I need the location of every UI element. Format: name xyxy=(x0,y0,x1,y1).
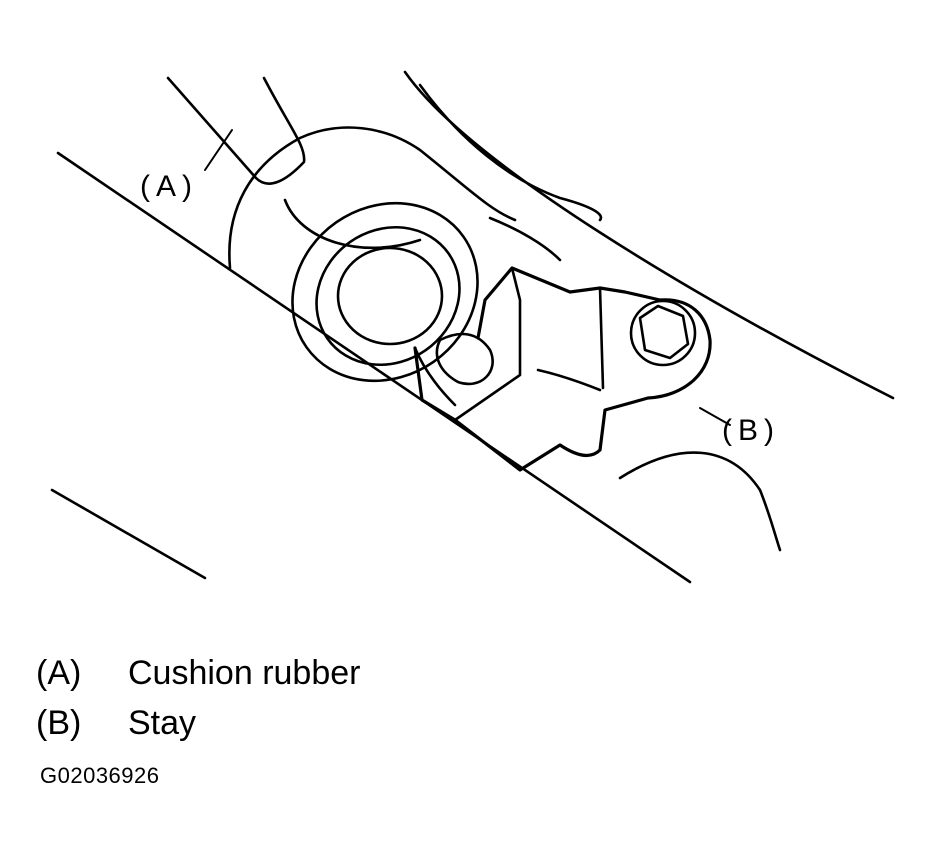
legend-row-cushion-rubber: (A) Cushion rubber xyxy=(36,648,360,698)
stay-bracket-edge xyxy=(413,346,457,407)
bolt-head xyxy=(638,304,690,360)
parts-legend: (A) Cushion rubber (B) Stay xyxy=(36,648,360,748)
bolt-washer xyxy=(629,299,697,367)
stay-bracket-slot xyxy=(536,368,602,392)
grip-shape xyxy=(166,76,306,185)
contour-right xyxy=(618,451,782,552)
stay-bracket-ridge xyxy=(598,286,605,390)
legend-label: Stay xyxy=(128,703,197,742)
cushion-rubber-stay-illustration xyxy=(50,70,895,584)
contour-mid xyxy=(488,216,562,262)
leader-a xyxy=(204,129,233,171)
stay-bracket-fold xyxy=(453,266,522,422)
mount-housing xyxy=(228,126,517,270)
cushion-rubber-core xyxy=(336,246,444,346)
frame-upper-edge xyxy=(56,151,692,584)
callout-b-label: (B) xyxy=(722,414,780,447)
legend-key: (B) xyxy=(36,703,82,742)
cushion-rubber-mid xyxy=(315,225,461,367)
cushion-rubber-outer xyxy=(291,201,479,383)
body-panel-inner xyxy=(418,83,603,222)
leader-b xyxy=(699,407,731,426)
legend-key: (A) xyxy=(36,653,82,692)
mount-boss xyxy=(435,332,494,386)
legend-label: Cushion rubber xyxy=(128,653,361,692)
figure-code: G02036926 xyxy=(40,763,160,788)
callout-a-label: (A) xyxy=(140,170,198,203)
legend-row-stay: (B) Stay xyxy=(36,698,360,748)
body-panel-outer xyxy=(403,70,895,400)
frame-lower-edge xyxy=(50,488,207,580)
mount-housing-inner xyxy=(283,198,422,250)
